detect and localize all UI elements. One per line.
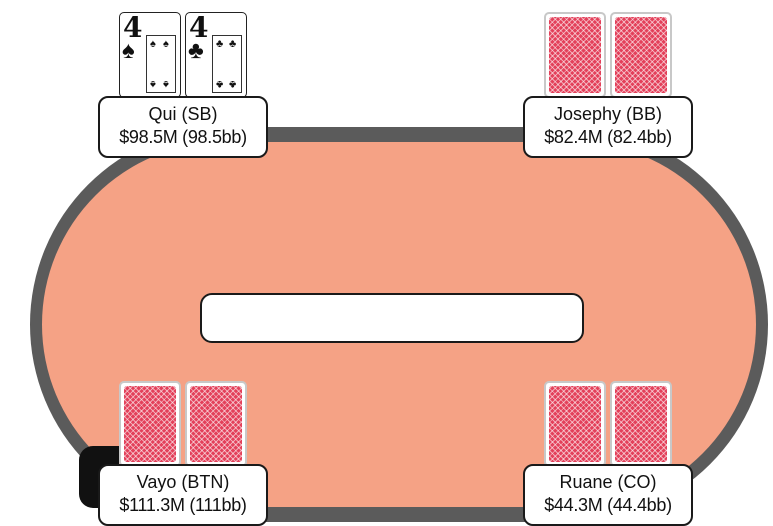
card-back-pattern	[124, 386, 176, 462]
player-co-name: Ruane (CO)	[559, 472, 657, 492]
card-back-pattern	[615, 386, 667, 462]
community-board	[200, 293, 584, 343]
spade-icon: ♠	[163, 78, 169, 90]
spade-icon: ♠	[150, 78, 156, 90]
player-co-stack: $44.3M (44.4bb)	[544, 495, 672, 515]
player-sb-card-1: 4 ♠ ♠ ♠ ♠ ♠	[119, 12, 181, 98]
card-back-pattern	[190, 386, 242, 462]
club-icon: ♣	[188, 37, 204, 64]
card-pip-frame: ♣ ♣ ♣ ♣	[212, 35, 242, 93]
player-sb-card-2: 4 ♣ ♣ ♣ ♣ ♣	[185, 12, 247, 98]
player-bb-card-back-2	[610, 12, 672, 98]
club-icon: ♣	[229, 38, 237, 50]
card-pip-frame: ♠ ♠ ♠ ♠	[146, 35, 176, 93]
card-rank: 4	[123, 11, 143, 44]
card-back-pattern	[615, 17, 667, 93]
spade-icon: ♠	[163, 38, 169, 50]
player-btn-card-back-1	[119, 381, 181, 467]
player-bb-card-back-1	[544, 12, 606, 98]
player-btn-plate[interactable]: Vayo (BTN) $111.3M (111bb)	[98, 464, 268, 526]
player-co-card-back-2	[610, 381, 672, 467]
player-co-plate[interactable]: Ruane (CO) $44.3M (44.4bb)	[523, 464, 693, 526]
player-bb-plate[interactable]: Josephy (BB) $82.4M (82.4bb)	[523, 96, 693, 158]
card-back-pattern	[549, 17, 601, 93]
player-bb-name: Josephy (BB)	[553, 104, 663, 124]
club-icon: ♣	[216, 38, 224, 50]
card-back-pattern	[549, 386, 601, 462]
spade-icon: ♠	[122, 37, 135, 64]
player-btn-card-back-2	[185, 381, 247, 467]
player-sb-plate[interactable]: Qui (SB) $98.5M (98.5bb)	[98, 96, 268, 158]
club-icon: ♣	[216, 78, 224, 90]
player-bb-stack: $82.4M (82.4bb)	[544, 127, 672, 147]
club-icon: ♣	[229, 78, 237, 90]
card-rank: 4	[189, 11, 209, 44]
player-co-card-back-1	[544, 381, 606, 467]
player-sb-stack: $98.5M (98.5bb)	[119, 127, 247, 147]
player-btn-name: Vayo (BTN)	[136, 472, 230, 492]
player-btn-stack: $111.3M (111bb)	[119, 495, 247, 515]
spade-icon: ♠	[150, 38, 156, 50]
player-sb-name: Qui (SB)	[148, 104, 218, 124]
